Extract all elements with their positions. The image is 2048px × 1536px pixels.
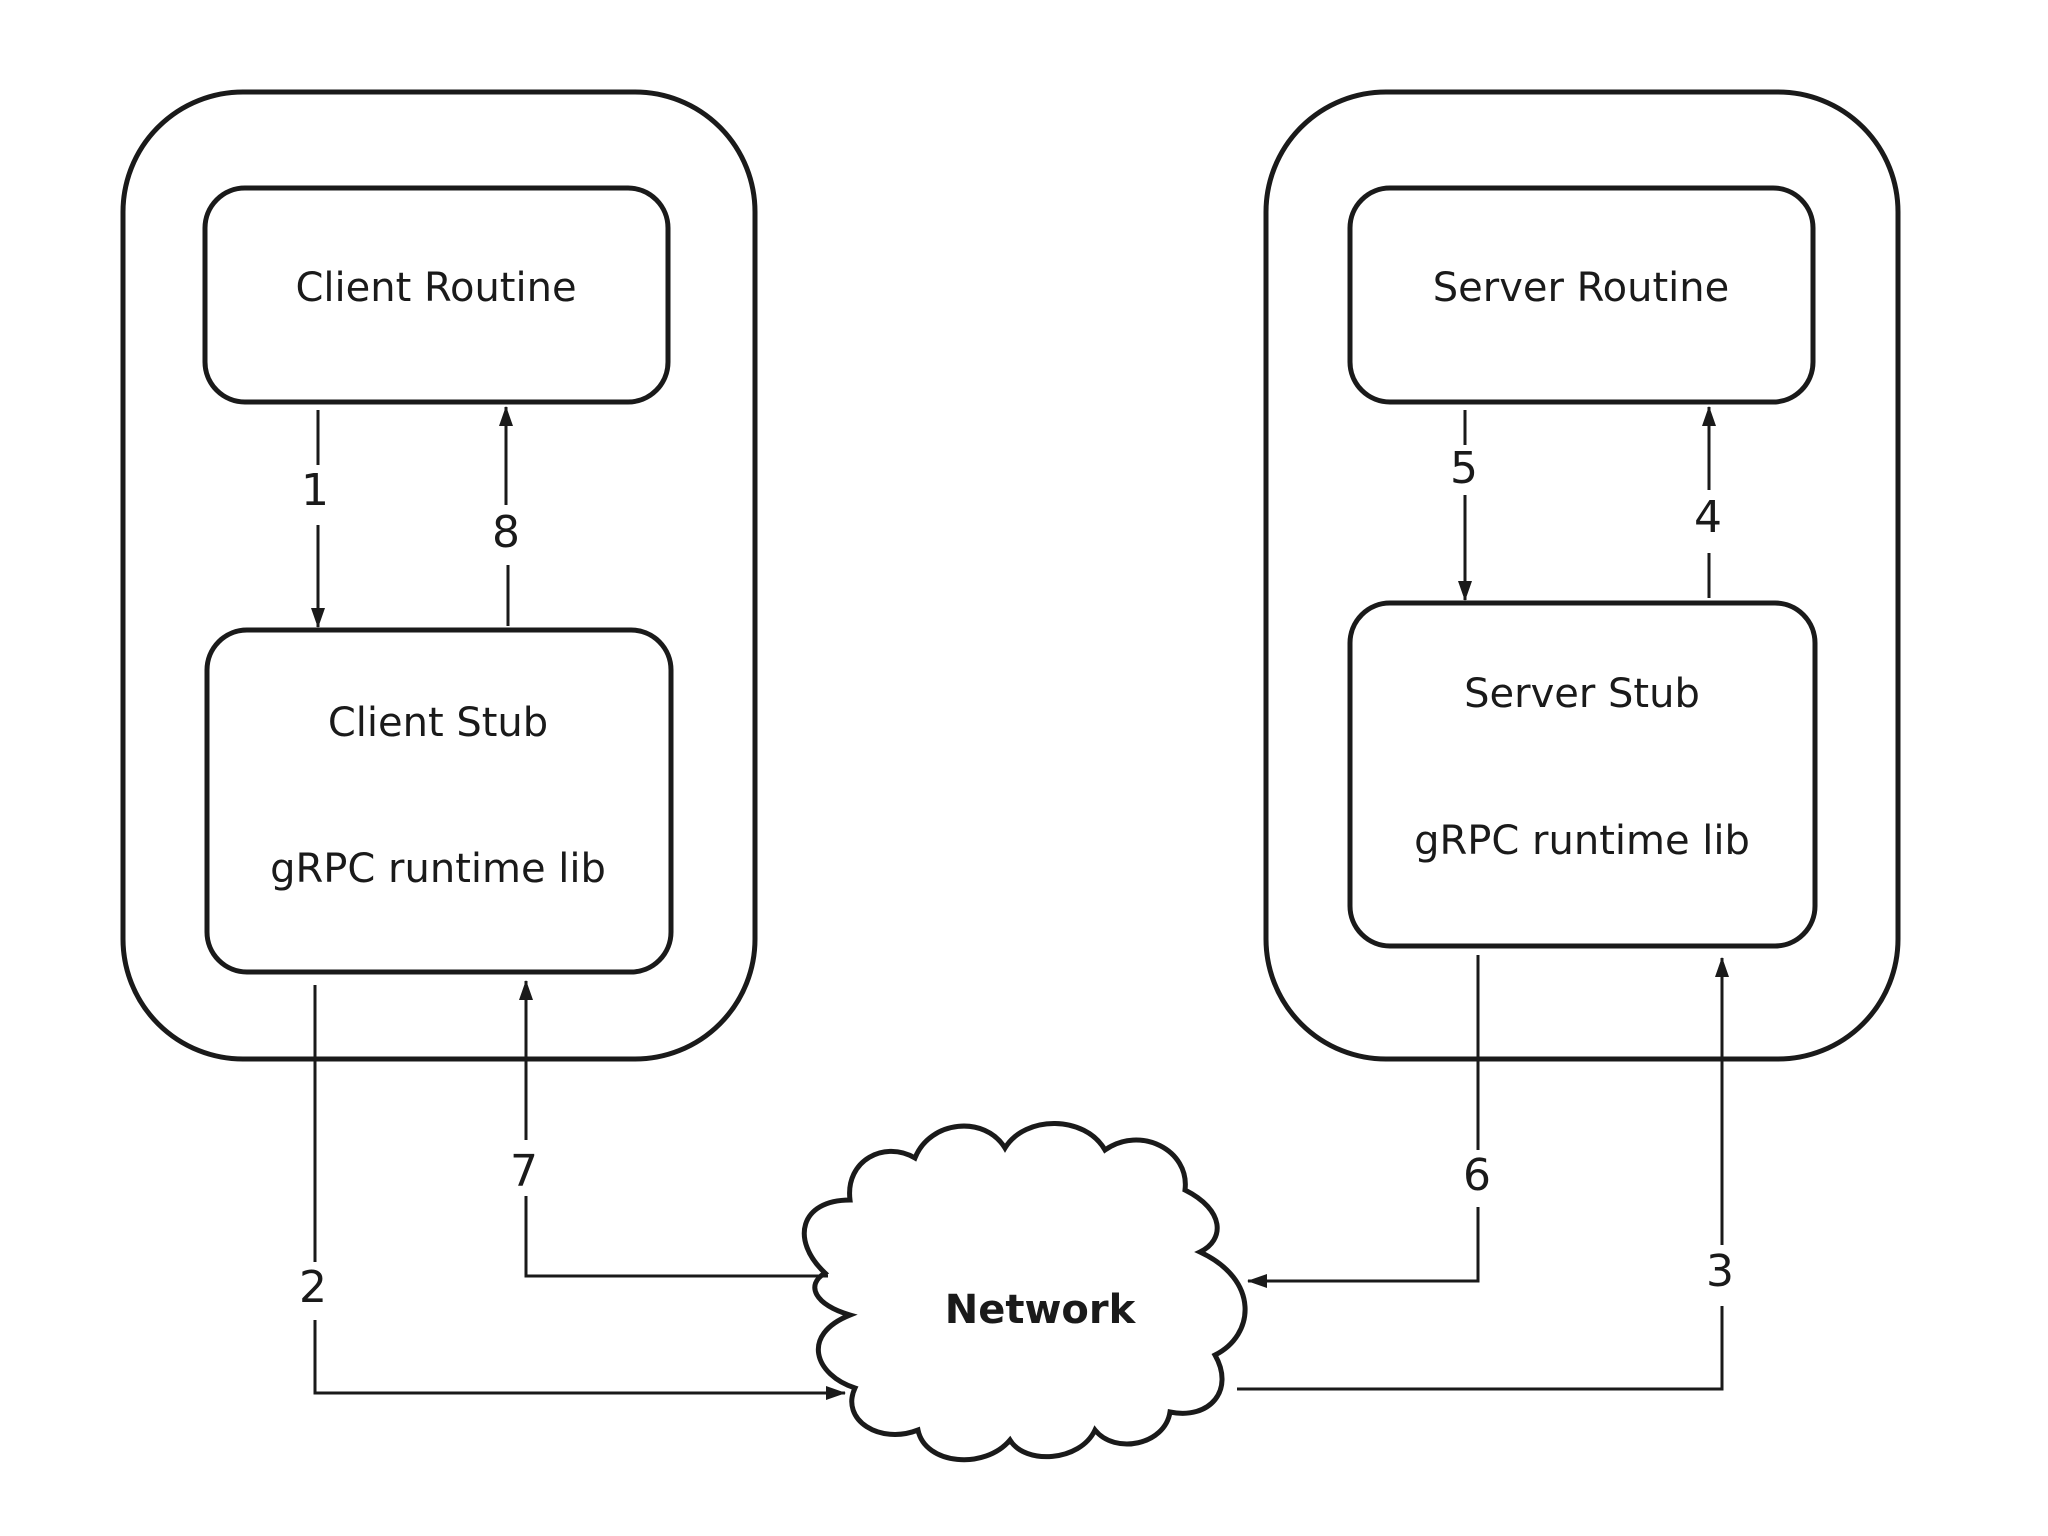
edge-6-lower	[1247, 1207, 1480, 1288]
edge-3-lower	[1237, 1306, 1724, 1391]
edge-7-lower	[524, 1196, 828, 1278]
server-routine-label: Server Routine	[1433, 265, 1729, 311]
server-runtime-label: gRPC runtime lib	[1414, 818, 1750, 864]
edge-2-lower	[313, 1320, 846, 1400]
server-routine-box	[1347, 185, 1816, 405]
step-3-label: 3	[1706, 1246, 1734, 1297]
network-label: Network	[945, 1287, 1137, 1333]
client-stub-label: Client Stub	[328, 700, 548, 746]
server-runtime-box	[1381, 782, 1784, 909]
client-runtime-label: gRPC runtime lib	[270, 846, 606, 892]
client-runtime-box	[237, 809, 640, 936]
server-stub-label: Server Stub	[1464, 671, 1700, 717]
step-2-label: 2	[299, 1262, 327, 1313]
step-7-label: 7	[510, 1146, 538, 1197]
client-routine-label: Client Routine	[295, 265, 576, 311]
client-stub-box	[237, 663, 640, 790]
server-stub-box	[1381, 636, 1784, 763]
step-1-label: 1	[301, 465, 329, 516]
network-cloud	[801, 1121, 1248, 1463]
step-5-label: 5	[1450, 443, 1478, 494]
step-6-label: 6	[1463, 1150, 1491, 1201]
step-8-label: 8	[492, 507, 520, 558]
client-routine-box	[202, 185, 671, 405]
step-4-label: 4	[1694, 492, 1722, 543]
